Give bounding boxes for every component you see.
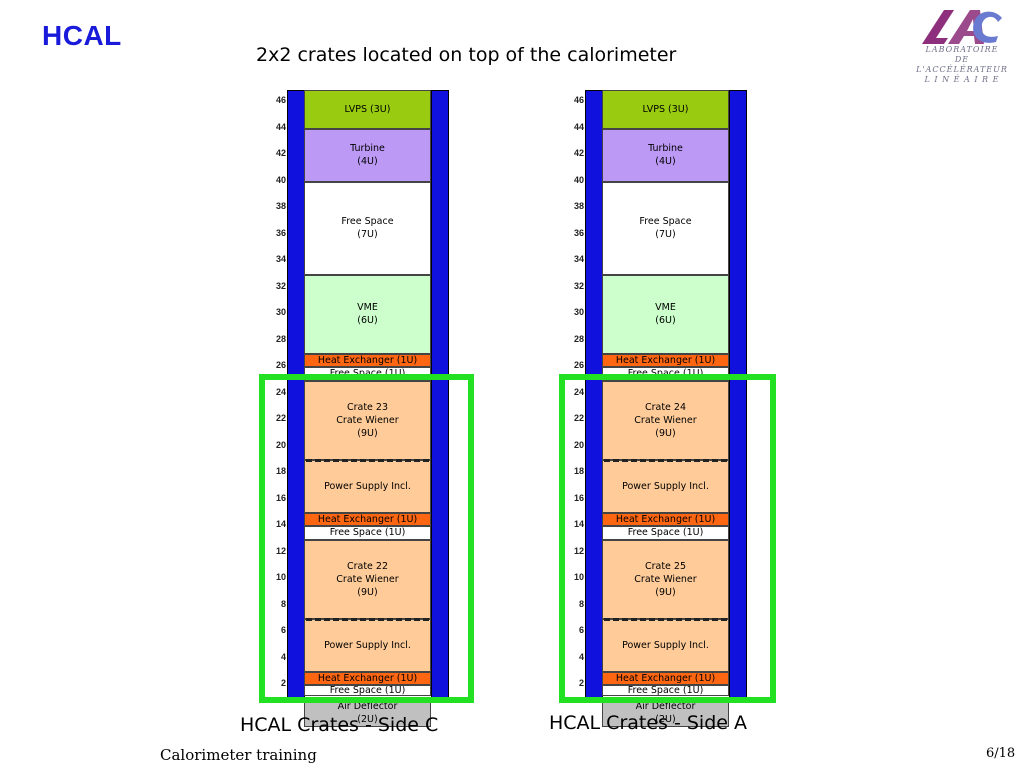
logo-line-2: DE L'ACCÉLÉRATEUR: [916, 55, 1008, 74]
unit-label: 34: [573, 254, 584, 265]
crate-divider: [306, 459, 429, 462]
unit-label: 10: [573, 572, 584, 583]
unit-label: 34: [275, 254, 286, 265]
rack-slot: Heat Exchanger (1U): [602, 513, 729, 527]
rack-slot: Free Space (7U): [602, 181, 729, 275]
unit-label: 46: [275, 95, 286, 106]
unit-label: 12: [573, 545, 584, 556]
rack-slot: Free Space (1U): [602, 526, 729, 540]
unit-label: 30: [573, 307, 584, 318]
page-number: 6/18: [986, 746, 1016, 761]
unit-label: 20: [573, 439, 584, 450]
unit-label: 10: [275, 572, 286, 583]
unit-label: 24: [573, 386, 584, 397]
rack-rail-left: [287, 90, 305, 698]
unit-label: 38: [275, 201, 286, 212]
rack-slot: VME (6U): [602, 274, 729, 354]
unit-label: 28: [573, 333, 584, 344]
unit-label: 12: [275, 545, 286, 556]
unit-label: 14: [275, 519, 286, 530]
unit-label: 46: [573, 95, 584, 106]
unit-label: 6: [578, 625, 584, 636]
unit-label: 4: [280, 651, 286, 662]
unit-label: 36: [573, 227, 584, 238]
crate-divider: [604, 459, 727, 462]
unit-label: 16: [573, 492, 584, 503]
rack-slot: LVPS (3U): [602, 90, 729, 129]
unit-label: 8: [578, 598, 584, 609]
logo-text: LABORATOIRE DE L'ACCÉLÉRATEUR L I N É A …: [910, 45, 1014, 85]
rack-slot: Heat Exchanger (1U): [304, 513, 431, 527]
unit-label: 18: [275, 466, 286, 477]
unit-label: 28: [275, 333, 286, 344]
unit-label: 26: [573, 360, 584, 371]
unit-label: 40: [573, 174, 584, 185]
unit-label: 22: [275, 413, 286, 424]
unit-label: 44: [275, 121, 286, 132]
rack-slot: Heat Exchanger (1U): [304, 354, 431, 368]
unit-label: 26: [275, 360, 286, 371]
unit-label: 2: [280, 678, 286, 689]
rack-slot: VME (6U): [304, 274, 431, 354]
rack-slot: Free Space (1U): [304, 685, 431, 696]
unit-label: 32: [573, 280, 584, 291]
rack-rail-right: [729, 90, 747, 698]
rack-slot: Crate 22 Crate Wiener (9U): [304, 539, 431, 619]
unit-label: 42: [573, 148, 584, 159]
rack-slot: Power Supply Incl.: [602, 619, 729, 672]
unit-label: 6: [280, 625, 286, 636]
rack-slot: Free Space (1U): [602, 685, 729, 696]
lal-logo: [922, 10, 1002, 44]
unit-label: 18: [573, 466, 584, 477]
rack-slot: Heat Exchanger (1U): [602, 672, 729, 686]
rack-rail-left: [585, 90, 603, 698]
unit-label: 42: [275, 148, 286, 159]
rack-slot: Heat Exchanger (1U): [602, 354, 729, 368]
rack-slot: Crate 24 Crate Wiener (9U): [602, 380, 729, 460]
logo-line-1: LABORATOIRE: [925, 45, 999, 54]
rack-slot: Free Space (1U): [304, 526, 431, 540]
rack-rail-right: [431, 90, 449, 698]
page-title: HCAL: [42, 20, 122, 51]
unit-label: 30: [275, 307, 286, 318]
unit-label: 14: [573, 519, 584, 530]
rack-slot: Crate 23 Crate Wiener (9U): [304, 380, 431, 460]
rack-slot: Air Deflector (2U): [602, 698, 729, 727]
footer-title: Calorimeter training: [160, 746, 317, 764]
unit-label: 2: [578, 678, 584, 689]
rack-slot: Power Supply Incl.: [304, 619, 431, 672]
rack-slot: Free Space (1U): [304, 367, 431, 381]
rack-slot: Heat Exchanger (1U): [304, 672, 431, 686]
unit-label: 40: [275, 174, 286, 185]
unit-label: 38: [573, 201, 584, 212]
unit-label: 22: [573, 413, 584, 424]
unit-label: 44: [573, 121, 584, 132]
rack-slot: Power Supply Incl.: [304, 460, 431, 513]
unit-label: 20: [275, 439, 286, 450]
unit-label: 32: [275, 280, 286, 291]
unit-label: 24: [275, 386, 286, 397]
unit-label: 4: [578, 651, 584, 662]
unit-label: 16: [275, 492, 286, 503]
rack-slot: LVPS (3U): [304, 90, 431, 129]
unit-label: 36: [275, 227, 286, 238]
unit-label: 8: [280, 598, 286, 609]
rack-slot: Free Space (1U): [602, 367, 729, 381]
rack-slot: Crate 25 Crate Wiener (9U): [602, 539, 729, 619]
caption-side-c: HCAL Crates - Side C: [240, 714, 439, 736]
logo-line-3: L I N É A I R E: [924, 75, 1000, 84]
rack-slot: Power Supply Incl.: [602, 460, 729, 513]
rack-slot: Turbine (4U): [304, 128, 431, 182]
rack-slot: Free Space (7U): [304, 181, 431, 275]
crate-divider: [604, 618, 727, 621]
page-subtitle: 2x2 crates located on top of the calorim…: [256, 44, 677, 66]
rack-slot: Turbine (4U): [602, 128, 729, 182]
caption-side-a: HCAL Crates - Side A: [549, 712, 747, 734]
crate-divider: [306, 618, 429, 621]
